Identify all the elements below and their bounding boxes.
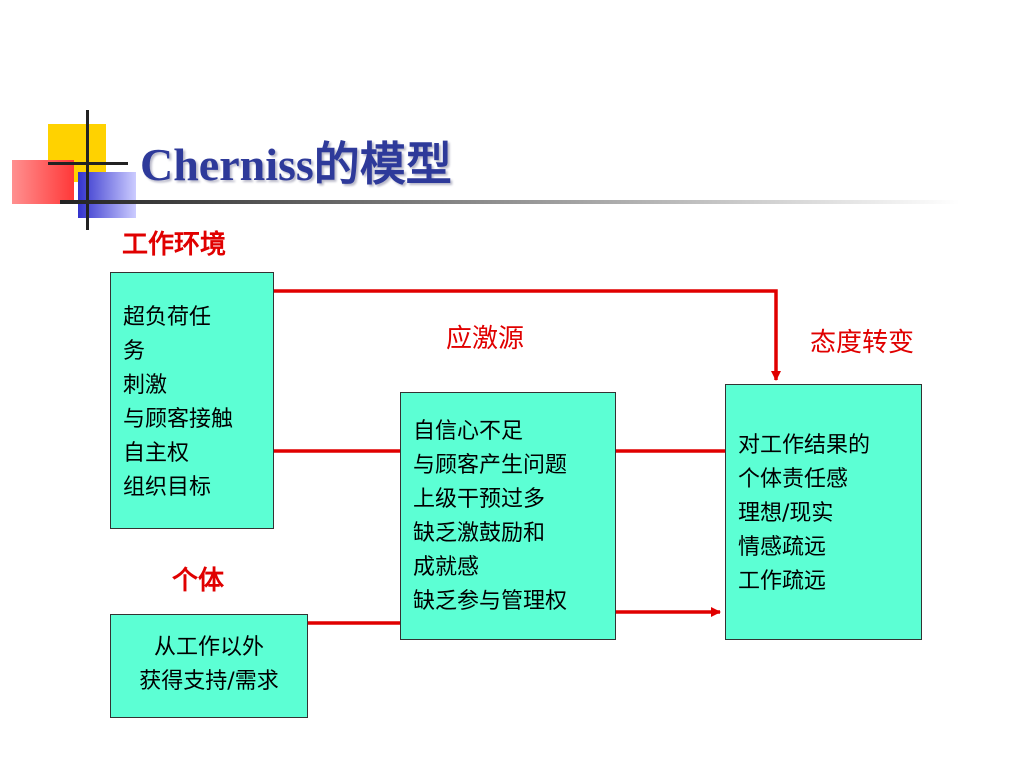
individual-line: 获得支持/需求 [139, 669, 279, 694]
box-attitude-change: 对工作结果的 个体责任感 理想/现实 情感疏远 工作疏远 [725, 384, 922, 640]
box-stressors: 自信心不足 与顾客产生问题 上级干预过多 缺乏激鼓励和 成就感 缺乏参与管理权 [400, 392, 616, 640]
title-underline [60, 200, 960, 204]
individual-line: 从工作以外 [153, 635, 264, 660]
work-env-line: 刺激 [123, 373, 168, 398]
stressors-line: 与顾客产生问题 [413, 453, 568, 478]
label-stressors: 应激源 [446, 324, 525, 354]
work-env-line: 超负荷任 [123, 305, 212, 330]
stressors-line: 成就感 [413, 555, 480, 580]
box-individual: 从工作以外 获得支持/需求 [110, 614, 308, 718]
stressors-line: 缺乏激鼓励和 [413, 521, 546, 546]
slide-title: Cherniss的模型 [140, 139, 452, 190]
deco-vertical-line [86, 110, 89, 230]
arrow-workenv-to-attitude [273, 289, 781, 381]
attitude-line: 情感疏远 [738, 535, 827, 560]
label-individual: 个体 [172, 566, 225, 596]
label-work-environment: 工作环境 [122, 230, 227, 260]
box-work-environment: 超负荷任 务 刺激 与顾客接触 自主权 组织目标 [110, 272, 274, 529]
attitude-line: 个体责任感 [738, 467, 849, 492]
work-env-line: 务 [123, 339, 146, 364]
work-env-line: 组织目标 [123, 475, 212, 500]
label-attitude-change: 态度转变 [810, 328, 915, 358]
attitude-line: 理想/现实 [738, 501, 834, 526]
stressors-line: 自信心不足 [413, 419, 524, 444]
deco-horizontal-line [48, 162, 128, 165]
stressors-line: 上级干预过多 [413, 487, 546, 512]
deco-red-square [12, 160, 74, 204]
work-env-line: 与顾客接触 [123, 407, 234, 432]
work-env-line: 自主权 [123, 441, 190, 466]
attitude-line: 工作疏远 [738, 569, 827, 594]
stressors-line: 缺乏参与管理权 [413, 589, 568, 614]
attitude-line: 对工作结果的 [738, 433, 871, 458]
